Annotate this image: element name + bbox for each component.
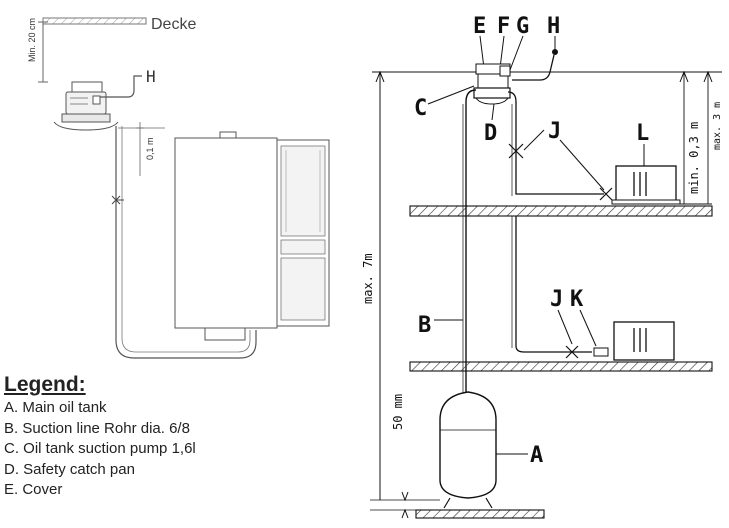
label-d: D xyxy=(484,121,497,146)
label-l: L xyxy=(636,121,649,146)
legend-item-e: E. Cover xyxy=(4,481,63,498)
legend-item-c: C. Oil tank suction pump 1,6l xyxy=(4,440,196,457)
legend-item-b: B. Suction line Rohr dia. 6/8 xyxy=(4,419,190,437)
dim-min-03m: min. 0,3 m xyxy=(687,122,701,194)
legend-list: A. Main oil tank B. Suction line Rohr di… xyxy=(4,398,196,501)
main-tank-small xyxy=(174,131,330,341)
upper-floor xyxy=(409,205,713,217)
label-j-upper: J xyxy=(548,119,561,144)
burner-l xyxy=(611,165,681,205)
label-f: F xyxy=(497,14,510,39)
legend-item-d: D. Safety catch pan xyxy=(4,460,135,478)
label-g: G xyxy=(516,14,529,39)
lower-floor xyxy=(409,361,713,372)
right-installation-diagram: E F G H C D B xyxy=(361,14,723,519)
h-label-small: H xyxy=(146,67,156,86)
suction-line-b xyxy=(465,89,477,420)
main-tank-a xyxy=(439,391,497,509)
label-c: C xyxy=(414,96,427,121)
ground-floor xyxy=(415,509,545,519)
ceiling-slab xyxy=(42,17,147,25)
min-distance-label: Min. 20 cm xyxy=(27,18,37,62)
legend: Legend: A. Main oil tank B. Suction line… xyxy=(4,372,196,501)
ceiling-label: Decke xyxy=(151,16,196,33)
label-b: B xyxy=(418,313,431,338)
dim-50mm: 50 mm xyxy=(391,394,405,430)
label-a: A xyxy=(530,443,543,468)
label-k: K xyxy=(570,287,584,312)
label-h: H xyxy=(547,14,560,39)
pump-unit-small xyxy=(53,81,119,131)
burner-lower xyxy=(613,321,675,361)
left-installation-diagram: Decke Min. 20 cm H 0,1 m xyxy=(27,16,330,359)
legend-item-a: A. Main oil tank xyxy=(4,399,107,416)
legend-title: Legend: xyxy=(4,373,86,396)
h-line-small xyxy=(100,75,142,98)
pump-unit xyxy=(473,63,511,105)
label-e: E xyxy=(473,14,486,39)
suction-line-small xyxy=(115,126,257,359)
small-gap-label: 0,1 m xyxy=(145,137,155,160)
feed-line-lower xyxy=(515,216,592,353)
label-j-lower: J xyxy=(550,287,563,312)
dim-max-3m: max. 3 m xyxy=(712,102,723,150)
feed-line-upper xyxy=(507,91,604,195)
dim-max-7m: max. 7m xyxy=(361,253,375,304)
